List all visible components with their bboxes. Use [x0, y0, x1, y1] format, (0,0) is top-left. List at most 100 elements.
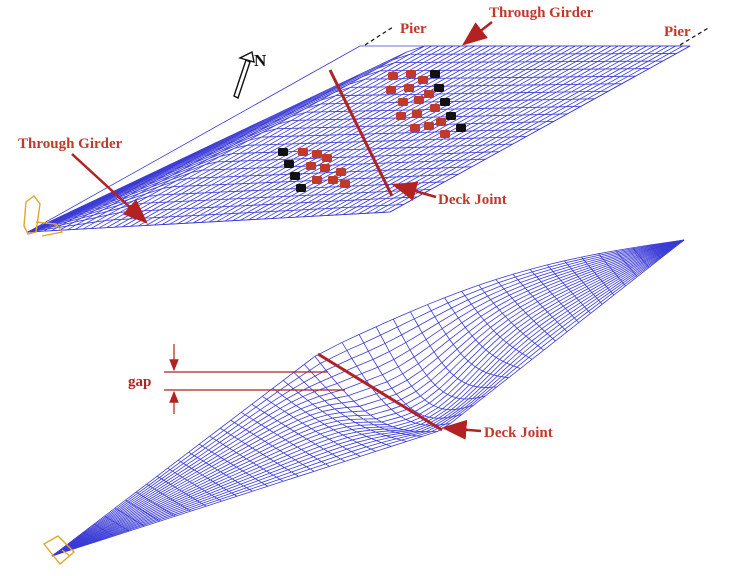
mesh-line [319, 417, 333, 422]
mesh-line [610, 268, 613, 271]
mesh-line [122, 164, 170, 188]
mesh-line [258, 480, 262, 483]
mesh-line [313, 465, 330, 472]
mesh-line [309, 454, 314, 458]
mesh-line [405, 419, 411, 423]
mesh-line [621, 281, 624, 284]
mesh-line [183, 485, 198, 493]
mesh-line [293, 438, 307, 446]
mesh-line [214, 461, 228, 469]
mesh-line [386, 439, 402, 445]
mesh-line [467, 292, 485, 301]
mesh-line [203, 504, 207, 507]
mesh-line [395, 430, 410, 433]
mesh-line [584, 298, 598, 308]
mesh-line [220, 450, 234, 458]
mesh-line [184, 507, 187, 510]
mesh-line [403, 423, 421, 431]
mesh-line [155, 517, 157, 520]
mesh-line [558, 293, 573, 302]
mesh-line [277, 391, 283, 396]
mesh-line [502, 361, 507, 364]
mesh-line [337, 443, 343, 448]
mesh-line [598, 270, 614, 279]
mesh-line [257, 414, 269, 423]
mesh-line [460, 353, 465, 358]
mesh-line [565, 258, 583, 264]
mesh-line [188, 494, 191, 497]
mesh-line [454, 312, 459, 319]
mesh-line [99, 193, 125, 205]
mesh-line [499, 346, 514, 360]
mesh-line [647, 266, 650, 268]
mesh-line [411, 385, 417, 392]
mesh-line [194, 447, 206, 457]
mesh-line [581, 280, 584, 283]
mesh-line [483, 309, 500, 321]
mesh-line [188, 509, 191, 512]
mesh-line [358, 334, 365, 344]
mesh-line [95, 204, 113, 211]
mesh-line [442, 317, 459, 329]
mesh-line [417, 325, 423, 333]
mesh-line [297, 392, 304, 397]
mesh-line [416, 435, 423, 437]
mesh-line [90, 529, 105, 537]
mesh-line [281, 416, 294, 424]
mesh-line [160, 507, 164, 509]
mesh-line [352, 411, 359, 416]
mesh-line [116, 189, 140, 199]
mesh-line [285, 433, 299, 441]
mesh-line [197, 494, 212, 502]
mesh-line [277, 384, 289, 393]
mesh-line [231, 492, 235, 495]
mesh-line [108, 526, 123, 534]
mesh-line [191, 169, 203, 173]
mesh-line [183, 463, 187, 466]
mesh-line [504, 376, 509, 379]
mesh-line [191, 460, 204, 469]
mesh-line [234, 494, 238, 497]
mesh-line [351, 427, 366, 430]
mesh-line [327, 414, 333, 419]
mesh-line [79, 200, 106, 212]
mesh-line [125, 523, 141, 530]
mesh-line [658, 247, 672, 257]
mesh-line [156, 518, 159, 521]
mesh-line [530, 286, 546, 294]
mesh-line [336, 397, 343, 404]
mesh-line [289, 436, 303, 443]
mesh-line [95, 533, 111, 540]
mesh-line [647, 257, 661, 267]
mesh-line [547, 303, 562, 313]
mesh-line [428, 408, 443, 418]
mesh-line [336, 456, 341, 460]
mesh-line [314, 356, 321, 364]
mesh-line [618, 250, 635, 255]
mesh-line [609, 260, 625, 268]
mesh-line [291, 111, 307, 117]
mesh-line [654, 244, 670, 251]
mesh-line [415, 422, 421, 425]
mesh-line [485, 386, 498, 397]
mesh-line [370, 408, 392, 416]
mesh-line [262, 128, 277, 133]
mesh-line [596, 298, 600, 301]
mesh-line [204, 490, 208, 493]
mesh-line [240, 478, 256, 485]
mesh-line [223, 430, 228, 433]
mesh-line [237, 482, 242, 485]
mesh-line [469, 404, 474, 407]
mesh-line [514, 293, 531, 302]
mesh-line [480, 316, 485, 321]
mesh-line [636, 251, 638, 254]
mesh-line [361, 431, 376, 435]
mesh-line [108, 533, 111, 535]
mesh-line [524, 287, 529, 292]
mesh-line [597, 269, 613, 277]
mesh-line [539, 303, 543, 308]
mesh-line [124, 506, 137, 515]
pier-right-label: Pier [664, 24, 691, 40]
through-girder-left-label: Through Girder [18, 136, 123, 152]
mesh-line [554, 268, 572, 275]
